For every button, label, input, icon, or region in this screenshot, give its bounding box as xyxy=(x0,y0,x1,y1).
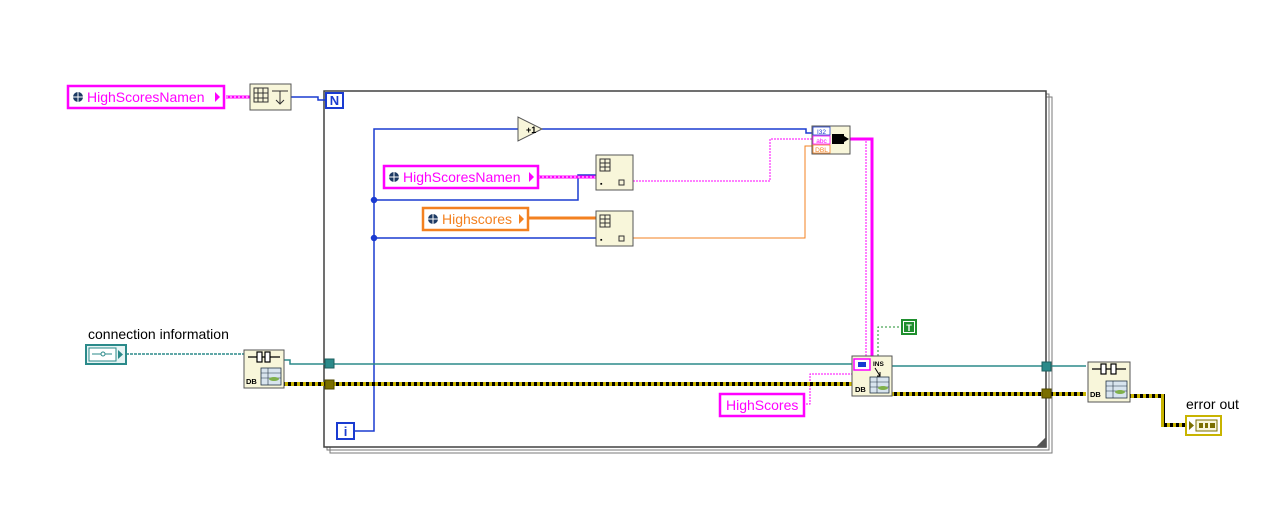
loop-count-terminal[interactable]: N xyxy=(325,92,344,109)
svg-text:▪: ▪ xyxy=(600,181,603,188)
database-icon xyxy=(260,367,282,386)
count-wire[interactable] xyxy=(291,96,326,101)
true-constant-label: T xyxy=(906,323,912,333)
cluster-wire[interactable] xyxy=(850,137,874,360)
db-label: DB xyxy=(246,377,257,386)
bundle-string-label: abc xyxy=(816,138,827,145)
connection-wire[interactable] xyxy=(126,353,1086,367)
global-highscores[interactable]: Highscores xyxy=(421,206,530,232)
output-arrow-icon xyxy=(215,92,220,102)
index-array-node-scores[interactable]: ▪ xyxy=(595,210,634,247)
for-loop[interactable] xyxy=(323,90,1053,454)
iteration-wire[interactable] xyxy=(354,128,812,432)
increment-node[interactable]: +1 xyxy=(517,116,544,142)
global-label: Highscores xyxy=(442,211,512,227)
connector-icon xyxy=(92,351,112,357)
global-highscoresnamen-outer[interactable]: HighScoresNamen xyxy=(66,84,226,110)
bundle-double-label: DBL xyxy=(815,147,828,154)
table-name-constant[interactable]: HighScores xyxy=(718,392,806,418)
index-array-node-strings[interactable]: ▪ xyxy=(595,154,634,191)
bundle-node[interactable]: I32 abc DBL xyxy=(811,125,851,155)
insert-label: INS xyxy=(873,361,885,368)
db-open-connection-node[interactable]: DB xyxy=(243,349,285,389)
connection-tunnel-out[interactable] xyxy=(1041,361,1052,372)
error-tunnel-in[interactable] xyxy=(324,379,335,390)
loop-iteration-label: i xyxy=(344,424,348,439)
string-element-wire[interactable] xyxy=(633,138,812,182)
bundle-int-label: I32 xyxy=(817,129,826,136)
true-constant[interactable]: T xyxy=(901,319,917,335)
error-out-indicator[interactable] xyxy=(1185,415,1222,436)
global-label: HighScoresNamen xyxy=(87,89,205,105)
table-name-wire[interactable] xyxy=(806,373,852,405)
global-label: HighScoresNamen xyxy=(403,169,521,185)
global-highscoresnamen-inner[interactable]: HighScoresNamen xyxy=(382,164,540,190)
output-arrow-icon xyxy=(519,214,524,224)
output-arrow-icon xyxy=(118,350,123,359)
input-arrow-icon xyxy=(1189,421,1194,430)
array-size-node[interactable] xyxy=(249,83,292,111)
db-insert-node[interactable]: INS DB xyxy=(851,355,893,397)
database-icon xyxy=(869,376,890,394)
db-label: DB xyxy=(1090,390,1101,399)
table-name-text: HighScores xyxy=(726,397,798,413)
db-close-connection-node[interactable]: DB xyxy=(1087,361,1131,403)
loop-count-label: N xyxy=(330,93,339,108)
database-icon xyxy=(1105,380,1128,399)
output-arrow-icon xyxy=(529,172,534,182)
connection-tunnel-in[interactable] xyxy=(324,358,335,369)
loop-iteration-terminal[interactable]: i xyxy=(336,422,355,440)
loop-resize-handle[interactable] xyxy=(1036,437,1046,447)
double-element-wire[interactable] xyxy=(633,145,812,239)
connection-information-control[interactable] xyxy=(85,344,127,365)
svg-text:▪: ▪ xyxy=(600,237,603,244)
connection-control-label: connection information xyxy=(88,326,229,342)
error-wire[interactable] xyxy=(284,382,1186,427)
db-label: DB xyxy=(855,385,866,394)
error-tunnel-out[interactable] xyxy=(1041,388,1052,399)
increment-label: +1 xyxy=(526,125,536,135)
boolean-wire[interactable] xyxy=(877,326,902,360)
error-out-label: error out xyxy=(1186,396,1239,412)
